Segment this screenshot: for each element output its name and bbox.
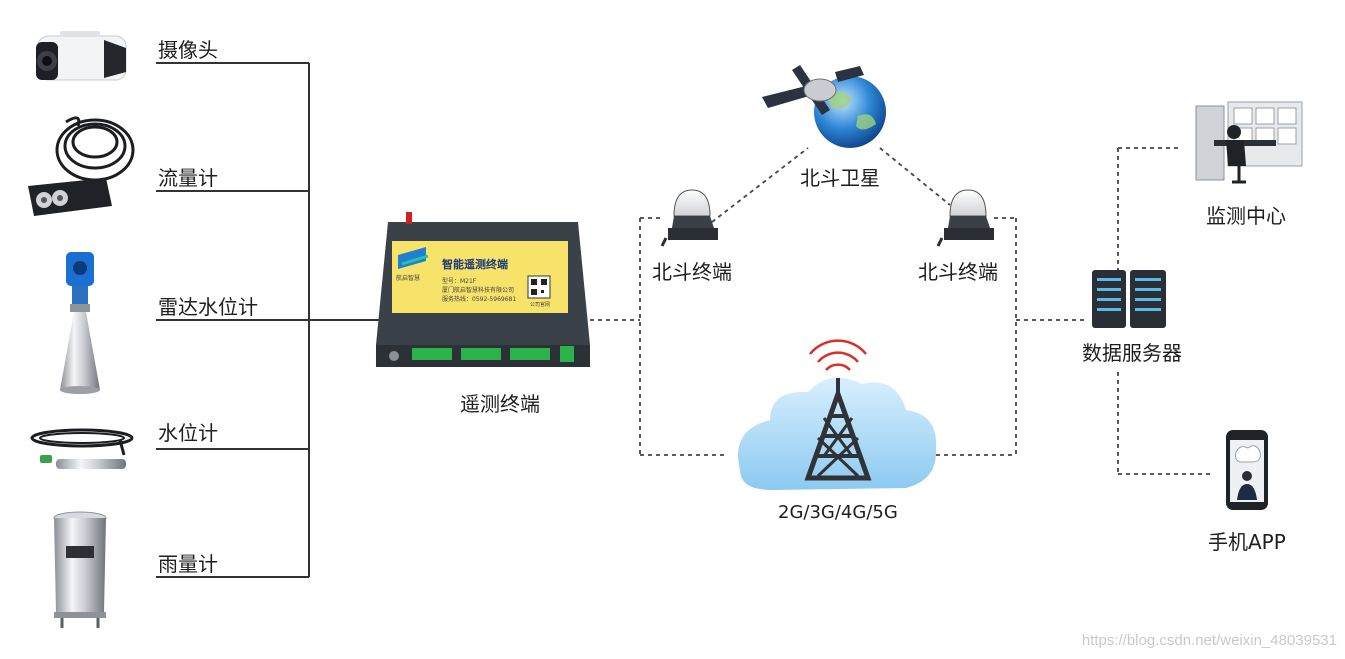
rtu-panel-title: 智能遥测终端	[442, 258, 508, 271]
radio-tower-icon	[804, 378, 872, 481]
mobile-app-icon	[1226, 430, 1268, 510]
watermark: https://blog.csdn.net/weixin_48039531	[1081, 632, 1337, 649]
water-level-sensor-icon	[30, 428, 134, 469]
server-label: 数据服务器	[1082, 341, 1182, 365]
rtu-panel-company: 厦门航启智慧科技有限公司	[442, 287, 515, 294]
cellular-label: 2G/3G/4G/5G	[778, 502, 898, 523]
mobile-app-label: 手机APP	[1208, 530, 1286, 554]
network-links	[590, 147, 1210, 475]
beidou-terminal-right-icon	[936, 189, 994, 247]
rtu-panel-qr-caption: 公司官网	[530, 302, 551, 308]
terminal-blocks	[412, 346, 574, 362]
beidou-terminal-left-icon	[660, 189, 718, 247]
rtu-panel-model: 型号：M21F	[442, 278, 477, 285]
beidou-satellite-icon	[762, 65, 886, 148]
sensor-label-camera: 摄像头	[158, 38, 218, 62]
sensor-label-radar: 雷达水位计	[158, 295, 258, 319]
cellular-network-icon	[738, 339, 937, 490]
flow-meter-icon	[28, 116, 135, 216]
signal-waves-icon	[809, 339, 867, 371]
monitoring-center-icon	[1195, 101, 1303, 184]
rain-gauge-icon	[53, 511, 107, 628]
beidou-terminal-right-label: 北斗终端	[918, 260, 998, 284]
radar-level-gauge-icon	[60, 252, 100, 394]
data-server-icon	[1092, 270, 1166, 328]
rtu-panel-hotline: 服务热线：0592-5969681	[442, 296, 517, 303]
sensor-label-waterlevel: 水位计	[158, 421, 218, 445]
beidou-terminal-left-label: 北斗终端	[652, 260, 732, 284]
sensor-bus	[156, 62, 380, 578]
rtu-device	[376, 212, 590, 367]
camera-icon	[36, 31, 127, 81]
monitoring-center-label: 监测中心	[1206, 204, 1286, 228]
sensor-label-raingauge: 雨量计	[158, 552, 218, 576]
rtu-panel-brand: 航启智慧	[396, 275, 421, 282]
rtu-label: 遥测终端	[460, 392, 540, 416]
satellite-label: 北斗卫星	[800, 166, 880, 190]
sensor-label-flowmeter: 流量计	[158, 166, 218, 190]
